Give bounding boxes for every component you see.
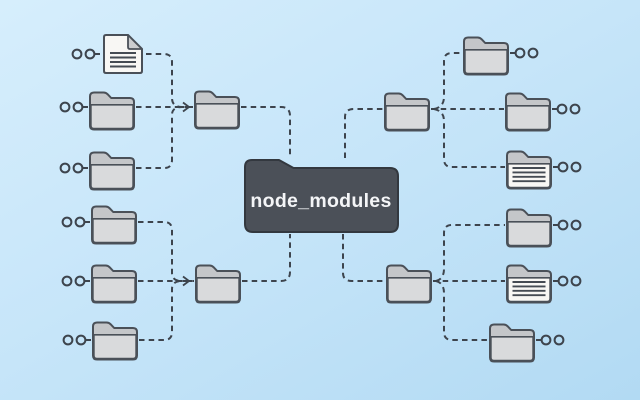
lined-folder-icon	[506, 150, 552, 190]
node-modules-folder: node_modules	[244, 159, 399, 233]
dashed-connector	[146, 53, 193, 108]
folder-icon	[194, 90, 240, 130]
connector-dots-icon	[59, 101, 88, 113]
dashed-connector	[139, 280, 194, 341]
folder-icon	[91, 205, 137, 245]
connector-dots-icon	[553, 161, 582, 173]
folder-icon	[463, 36, 509, 76]
connector-dots-icon	[553, 219, 582, 231]
folder-icon	[506, 208, 552, 248]
dashed-connector	[342, 234, 385, 282]
merge-arrow-icon	[182, 275, 191, 287]
connector-dots-icon	[552, 103, 581, 115]
dashed-connector	[241, 106, 291, 158]
connector-dots-icon	[59, 162, 88, 174]
dashed-connector	[242, 234, 291, 282]
connector-dots-icon	[61, 216, 90, 228]
connector-dots-icon	[62, 334, 91, 346]
dashed-connector	[136, 106, 193, 169]
folder-icon	[386, 264, 432, 304]
folder-icon	[505, 92, 551, 132]
connector-dots-icon	[510, 47, 539, 59]
document-icon	[103, 34, 143, 74]
connector-dots-icon	[61, 275, 90, 287]
dashed-connector	[138, 221, 194, 282]
dashed-connector	[344, 108, 383, 158]
connector-dots-icon	[536, 334, 565, 346]
lined-folder-icon	[506, 264, 552, 304]
dashed-connector	[433, 108, 505, 168]
folder-icon	[384, 92, 430, 132]
connector-dots-icon	[553, 275, 582, 287]
folder-icon	[489, 323, 535, 363]
dashed-connector	[435, 224, 505, 282]
folder-icon	[195, 264, 241, 304]
folder-icon	[91, 264, 137, 304]
node-modules-label: node_modules	[250, 190, 391, 212]
dashed-connector	[433, 52, 462, 110]
folder-icon	[89, 91, 135, 131]
dashed-connector	[435, 280, 488, 341]
folder-icon	[92, 321, 138, 361]
connector-dots-icon	[71, 48, 100, 60]
dark-folder-icon	[244, 159, 399, 233]
folder-icon	[89, 151, 135, 191]
merge-arrow-icon	[182, 101, 191, 113]
